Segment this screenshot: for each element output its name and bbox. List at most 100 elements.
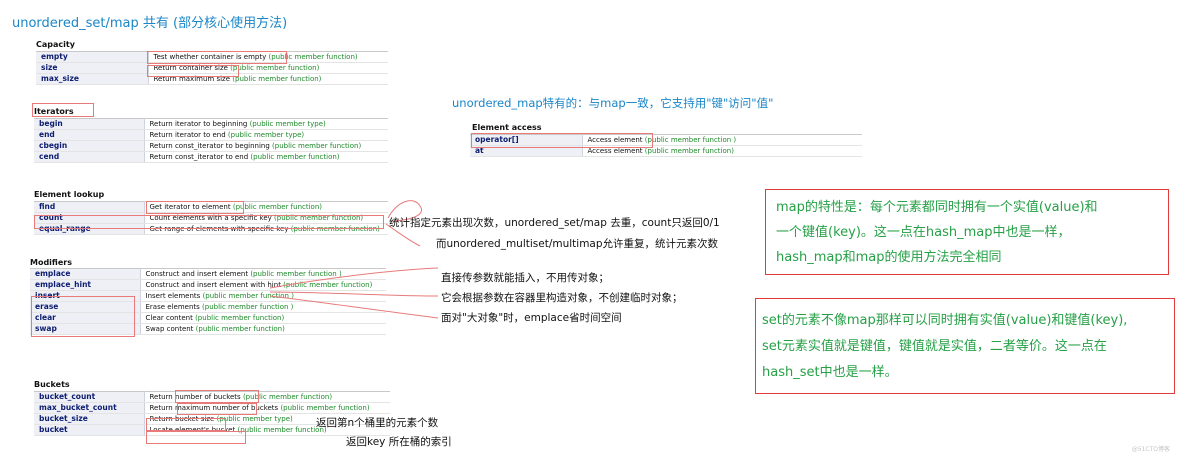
member-name-link[interactable]: max_size — [36, 73, 149, 85]
member-name-link[interactable]: operator[] — [470, 134, 583, 146]
emplace-note-line1: 直接传参数就能插入，不用传对象； — [441, 272, 609, 284]
member-row-at: at Access element (public member function… — [470, 145, 862, 157]
bucket-size-note: 返回第n个桶里的元素个数 — [316, 417, 439, 429]
member-description: Swap content (public member function) — [140, 323, 386, 335]
member-row-operator: operator[]Access element (public member … — [470, 134, 862, 146]
member-name-link[interactable]: begin — [34, 118, 145, 130]
member-kind-link[interactable]: (public member function) — [274, 214, 364, 222]
member-description: Return const_iterator to beginning (publ… — [144, 140, 388, 152]
member-kind-link[interactable]: (public member function) — [237, 426, 327, 434]
member-name-link[interactable]: emplace — [30, 268, 141, 280]
set-note-line2: set元素实值就是键值，键值就是实值，二者等价。这一点在 — [762, 339, 1107, 354]
member-kind-link[interactable]: (public member type) — [249, 120, 326, 128]
emplace-connector-mid — [269, 291, 439, 297]
map-note-line2: 一个键值(key)。这一点在hash_map中也是一样， — [776, 225, 1071, 240]
member-name-link[interactable]: erase — [30, 301, 141, 313]
member-description: Access element (public member function ) — [582, 134, 862, 146]
highlight-count-row — [34, 215, 384, 229]
member-description: Erase elements (public member function ) — [140, 301, 386, 313]
set-note-box: set的元素不像map那样可以同时拥有实值(value)和键值(key), se… — [755, 298, 1175, 394]
count-note-line2: 而unordered_multiset/multimap允许重复，统计元素次数 — [436, 238, 719, 250]
count-note-line1: 统计指定元素出现次数，unordered_set/map 去重，count只返回… — [389, 217, 720, 229]
member-name-link[interactable]: cbegin — [34, 140, 145, 152]
member-kind-link[interactable]: (public member function) — [283, 281, 373, 289]
member-kind-link[interactable]: (public member function) — [280, 404, 370, 412]
member-kind-link[interactable]: (public member function) — [230, 64, 320, 72]
member-description: Return iterator to end (public member ty… — [144, 129, 388, 141]
watermark: @51CTO博客 — [1131, 446, 1170, 453]
member-kind-link[interactable]: (public member function) — [272, 142, 362, 150]
member-description: Return const_iterator to end (public mem… — [144, 151, 388, 163]
member-desc-text: Access element — [587, 147, 643, 155]
page-heading: unordered_set/map 共有 (部分核心使用方法) — [12, 16, 288, 31]
lookup-title: Element lookup — [34, 190, 105, 199]
member-name-link[interactable]: max_bucket_count — [34, 402, 145, 414]
member-description: Test whether container is empty (public … — [148, 51, 388, 63]
map-note-box: map的特性是：每个元素都同时拥有一个实值(value)和 一个键值(key)。… — [765, 189, 1169, 275]
highlight-max-bucket-count-desc — [177, 403, 257, 415]
member-description: Return bucket size (public member type) — [144, 413, 390, 425]
member-name-link[interactable]: bucket — [34, 424, 145, 436]
member-name-link[interactable]: bucket_size — [34, 413, 145, 425]
highlight-size-desc — [147, 65, 239, 77]
member-name-link[interactable]: cend — [34, 151, 145, 163]
member-kind-link[interactable]: (public member function) — [195, 325, 285, 333]
member-name-link[interactable]: end — [34, 129, 145, 141]
member-kind-link[interactable]: (public member function ) — [202, 292, 294, 300]
member-desc-text: Test whether container is empty — [153, 53, 267, 61]
map-note-line1: map的特性是：每个元素都同时拥有一个实值(value)和 — [776, 200, 1098, 215]
set-note-line3: hash_set中也是一样。 — [762, 365, 898, 380]
member-desc-text: Access element — [587, 136, 643, 144]
member-description: Construct and insert element with hint (… — [140, 279, 386, 291]
member-description: Get iterator to element (public member f… — [144, 201, 388, 213]
map-note-line3: hash_map和map的使用方法完全相同 — [776, 250, 1002, 265]
member-kind-link[interactable]: (public member function ) — [644, 136, 737, 144]
member-desc-text: Return container size — [153, 64, 228, 72]
highlight-find-desc — [146, 201, 244, 214]
member-kind-link[interactable]: (public member function) — [232, 203, 322, 211]
member-name-link[interactable]: at — [470, 145, 583, 157]
highlight-operator-row — [471, 133, 653, 148]
count-connector-tail — [385, 223, 421, 247]
member-desc-text: Insert elements — [145, 292, 201, 300]
member-kind-link[interactable]: (public member function) — [290, 225, 380, 233]
member-kind-link[interactable]: (public member function ) — [250, 270, 342, 278]
member-name-link[interactable]: count — [34, 212, 145, 224]
member-name-link[interactable]: swap — [30, 323, 141, 335]
member-kind-link[interactable]: (public member function) — [268, 53, 358, 61]
member-name-link[interactable]: clear — [30, 312, 141, 324]
highlight-bucket-count-desc — [175, 390, 259, 403]
member-kind-link[interactable]: (public member function) — [644, 147, 734, 155]
member-kind-link[interactable]: (public member function ) — [202, 303, 294, 311]
member-desc-text: Swap content — [145, 325, 194, 333]
member-kind-link[interactable]: (public member function) — [195, 314, 285, 322]
count-connector — [387, 200, 422, 222]
access-table: operator[]Access element (public member … — [470, 134, 862, 157]
emplace-note-line2: 它会根据参数在容器里构造对象，不创建临时对象； — [441, 292, 683, 304]
member-kind-link[interactable]: (public member type) — [227, 131, 305, 139]
member-name-link[interactable]: find — [34, 201, 145, 213]
iterators-title: Iterators — [34, 107, 74, 116]
member-kind-link[interactable]: (public member function) — [250, 153, 340, 161]
member-kind-link[interactable]: (public member type) — [216, 415, 293, 423]
member-description: Get range of elements with specific key … — [144, 223, 388, 235]
member-name-link[interactable]: bucket_count — [34, 391, 145, 403]
emplace-connector-low — [269, 295, 439, 319]
emplace-note-line3: 面对"大对象"时，emplace省时间空间 — [441, 312, 622, 324]
member-desc-text: Count elements with a specific key — [149, 214, 272, 222]
member-desc-text: Return maximum size — [153, 75, 231, 83]
member-name-link[interactable]: emplace_hint — [30, 279, 141, 291]
member-kind-link[interactable]: (public member function) — [232, 75, 322, 83]
member-kind-link[interactable]: (public member function) — [242, 393, 333, 401]
